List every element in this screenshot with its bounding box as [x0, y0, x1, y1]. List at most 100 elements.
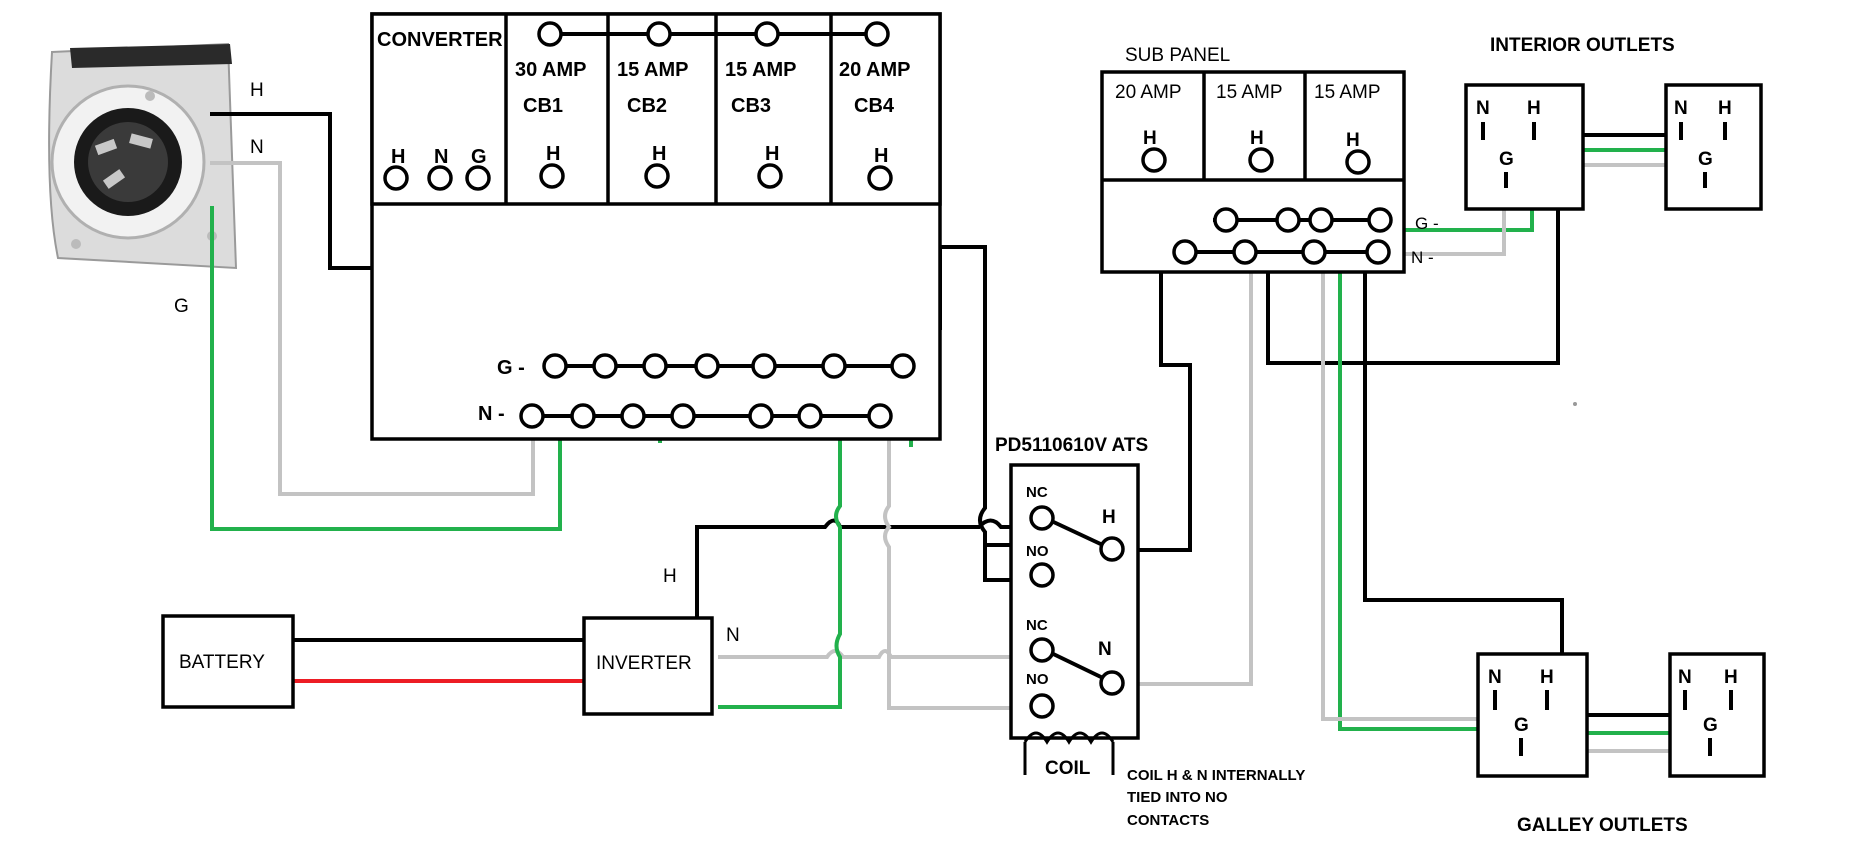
- galley-outlet-1: [1476, 652, 1589, 778]
- galley-outlet-2: [1668, 652, 1766, 778]
- ats-neutral-out-wire: [1127, 255, 1253, 686]
- terminal-sub-cb3-h: [1345, 149, 1371, 175]
- inverter-h-label: H: [663, 566, 677, 587]
- cb4-id: CB4: [854, 95, 895, 117]
- sub-cb3-amp: 15 AMP: [1314, 82, 1381, 103]
- terminal-ats-h-common: [1099, 536, 1125, 562]
- terminal-nbus-5: [748, 403, 774, 429]
- inverter-n-label: N: [726, 625, 740, 646]
- converter-title: CONVERTER: [377, 29, 503, 51]
- terminal-ats-h-no: [1029, 562, 1055, 588]
- converter-neutral-bus-label: N -: [478, 403, 505, 425]
- terminal-cb3-top: [754, 21, 780, 47]
- terminal-gbus-3: [642, 353, 668, 379]
- terminal-sub-nbus-1: [1172, 239, 1198, 265]
- battery-label: BATTERY: [179, 652, 265, 673]
- shore-neutral-to-ats-wire: [883, 418, 1050, 710]
- terminal-cb4-h: [867, 165, 893, 191]
- terminals: [383, 21, 1393, 719]
- terminal-sub-nbus-3: [1301, 239, 1327, 265]
- ats-coil-label: COIL: [1045, 758, 1091, 779]
- cb1-h: H: [546, 143, 560, 165]
- terminal-gbus-4: [694, 353, 720, 379]
- cb3-h: H: [765, 143, 779, 165]
- sub-cb1-amp: 20 AMP: [1115, 82, 1182, 103]
- galley-outlets: N H G N H G GALLEY OUTLETS: [1476, 652, 1766, 836]
- terminal-sub-cb1-h: [1141, 147, 1167, 173]
- cb1-id: CB1: [523, 95, 563, 117]
- inverter-hot-wire: [695, 518, 1055, 624]
- terminal-converter-h: [383, 165, 409, 191]
- sub-panel-title: SUB PANEL: [1125, 45, 1230, 66]
- terminal-nbus-4: [670, 403, 696, 429]
- sub-cb1-h: H: [1143, 128, 1157, 149]
- sub-neutral-galley-wire: [1321, 254, 1510, 721]
- interior-outlet-2-g: G: [1698, 149, 1713, 170]
- inlet-n-label: N: [250, 137, 264, 158]
- cb3-amp: 15 AMP: [725, 59, 797, 81]
- terminal-nbus-6: [797, 403, 823, 429]
- terminal-ats-n-nc: [1029, 637, 1055, 663]
- terminal-converter-g: [465, 165, 491, 191]
- sub-ground-interior-wire: [1390, 205, 1534, 232]
- ats-h-common-label: H: [1102, 507, 1116, 528]
- terminal-ats-n-no: [1029, 693, 1055, 719]
- cb1-amp: 30 AMP: [515, 59, 587, 81]
- ats-coil-note-1: COIL H & N INTERNALLY: [1127, 767, 1305, 784]
- ats-coil-note-3: CONTACTS: [1127, 812, 1209, 829]
- sub-cb2-amp: 15 AMP: [1216, 82, 1283, 103]
- ats-title: PD5110610V ATS: [995, 435, 1148, 456]
- converter-ground-bus-label: G -: [497, 357, 525, 379]
- interior-outlets-title: INTERIOR OUTLETS: [1490, 35, 1675, 56]
- terminal-gbus-7: [890, 353, 916, 379]
- terminal-sub-gbus-2: [1275, 207, 1301, 233]
- inverter-neutral-wire: [718, 649, 1055, 659]
- terminal-sub-nbus-2: [1232, 239, 1258, 265]
- terminal-cb2-h: [644, 163, 670, 189]
- terminal-nbus-2: [570, 403, 596, 429]
- inverter: INVERTER H N: [582, 566, 740, 716]
- terminal-sub-gbus-1: [1213, 207, 1239, 233]
- inlet-ground-wire: [210, 206, 562, 531]
- terminal-converter-n: [427, 165, 453, 191]
- galley-outlet-2-h: H: [1724, 667, 1738, 688]
- ats-coil-note-2: TIED INTO NO: [1127, 789, 1228, 806]
- terminal-gbus-5: [751, 353, 777, 379]
- terminal-cb1-h: [539, 163, 565, 189]
- ats-h-no-label: NO: [1026, 543, 1049, 560]
- inverter-label: INVERTER: [596, 653, 692, 674]
- terminal-sub-nbus-4: [1365, 239, 1391, 265]
- stray-dot: [1573, 402, 1577, 406]
- terminal-gbus-6: [821, 353, 847, 379]
- ats: PD5110610V ATS NC NO H NC NO N COIL COIL…: [995, 435, 1305, 829]
- ats-n-nc-label: NC: [1026, 617, 1048, 634]
- ats-coil-symbol: [1023, 731, 1115, 745]
- cb2-h: H: [652, 143, 666, 165]
- interior-outlet-1: [1464, 83, 1585, 211]
- ats-n-switch-arm: [1044, 648, 1104, 680]
- sub-ground-bus-label: G -: [1415, 214, 1439, 233]
- converter-input-n: N: [434, 146, 448, 168]
- terminal-sub-gbus-4: [1367, 207, 1393, 233]
- terminal-cb4-top: [864, 21, 890, 47]
- interior-outlet-1-n: N: [1476, 98, 1490, 119]
- interior-outlet-2: [1664, 83, 1763, 211]
- galley-outlet-1-h: H: [1540, 667, 1554, 688]
- inlet-neutral-wire: [210, 161, 535, 496]
- cb4-output-wire: [882, 178, 1055, 547]
- terminal-nbus-3: [620, 403, 646, 429]
- interior-outlet-2-h: H: [1718, 98, 1732, 119]
- inverter-box: [582, 616, 714, 716]
- converter-input-h: H: [391, 146, 405, 168]
- sub-neutral-bus-label: N -: [1411, 248, 1434, 267]
- cb2-amp: 15 AMP: [617, 59, 689, 81]
- terminal-sub-cb2-h: [1248, 147, 1274, 173]
- ats-n-common-label: N: [1098, 639, 1112, 660]
- ats-h-nc-label: NC: [1026, 484, 1048, 501]
- terminal-cb3-h: [757, 163, 783, 189]
- terminal-cb1-top: [537, 21, 563, 47]
- ats-hot-out-wire: [1127, 160, 1192, 552]
- shore-power-inlet-icon: [48, 42, 238, 270]
- inlet-h-label: H: [250, 80, 264, 101]
